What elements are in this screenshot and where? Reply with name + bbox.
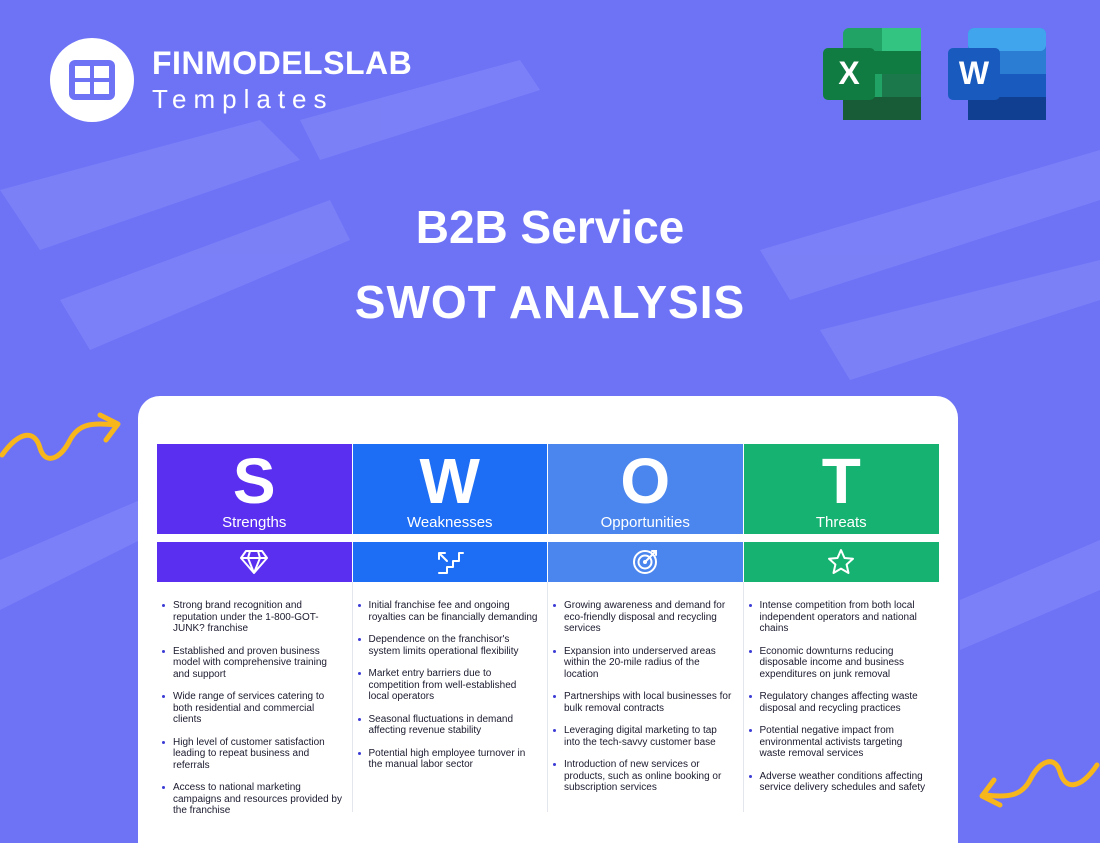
list-item: Wide range of services catering to both … <box>162 691 344 726</box>
list-item: Market entry barriers due to competition… <box>357 668 540 703</box>
brand-logo[interactable]: FINMODELSLAB Templates <box>50 38 412 122</box>
squiggle-arrow-left <box>0 412 121 461</box>
excel-icon: X <box>823 28 921 120</box>
excel-letter: X <box>838 55 860 91</box>
strengths-list: Strong brand recognition and reputation … <box>157 582 353 816</box>
list-item: Intense competition from both local inde… <box>748 600 932 635</box>
opportunities-label: Opportunities <box>600 514 690 531</box>
stairs-down-icon <box>352 542 548 582</box>
page-subtitle: SWOT ANALYSIS <box>354 276 746 328</box>
list-item: Adverse weather conditions affecting ser… <box>748 771 932 794</box>
opportunities-header: O Opportunities <box>548 444 744 534</box>
threats-header: T Threats <box>743 444 939 534</box>
opportunities-letter: O <box>620 445 671 517</box>
list-item: Regulatory changes affecting waste dispo… <box>748 691 932 714</box>
brand-subtitle: Templates <box>152 84 334 114</box>
swot-column-strengths: S Strengths Strong brand recognition and… <box>157 444 353 816</box>
star-icon <box>743 542 939 582</box>
threats-letter: T <box>821 445 861 517</box>
threats-label: Threats <box>815 514 867 531</box>
list-item: Partnerships with local businesses for b… <box>553 691 735 714</box>
list-item: Economic downturns reducing disposable i… <box>748 646 932 681</box>
list-item: Potential high employee turnover in the … <box>357 748 540 771</box>
page-title: B2B Service <box>415 201 685 253</box>
list-item: Potential negative impact from environme… <box>748 725 932 760</box>
strengths-label: Strengths <box>222 514 287 531</box>
weaknesses-list: Initial franchise fee and ongoing royalt… <box>353 582 548 812</box>
list-item: High level of customer satisfaction lead… <box>162 737 344 772</box>
list-item: Expansion into underserved areas within … <box>553 646 735 681</box>
list-item: Seasonal fluctuations in demand affectin… <box>357 714 540 737</box>
list-item: Established and proven business model wi… <box>162 646 344 681</box>
weaknesses-header: W Weaknesses <box>352 444 548 534</box>
list-item: Introduction of new services or products… <box>553 759 735 794</box>
target-icon <box>548 542 744 582</box>
list-item: Growing awareness and demand for eco-fri… <box>553 600 735 635</box>
swot-table: S Strengths Strong brand recognition and… <box>157 444 940 816</box>
swot-column-weaknesses: W Weaknesses Initial franchise fee and o… <box>352 444 548 812</box>
weaknesses-letter: W <box>419 445 480 517</box>
weaknesses-label: Weaknesses <box>406 514 493 531</box>
logo-grid-icon <box>50 38 134 122</box>
list-item: Access to national marketing campaigns a… <box>162 782 342 816</box>
brand-name: FINMODELSLAB <box>152 45 413 81</box>
word-letter: W <box>959 55 990 91</box>
list-item: Initial franchise fee and ongoing royalt… <box>357 600 538 623</box>
squiggle-arrow-right <box>979 759 1100 808</box>
list-item: Dependence on the franchisor's system li… <box>357 634 540 657</box>
threats-list: Intense competition from both local inde… <box>744 582 940 812</box>
strengths-letter: S <box>232 445 276 517</box>
diamond-icon <box>157 542 353 582</box>
word-icon: W <box>948 28 1046 120</box>
list-item: Strong brand recognition and reputation … <box>162 600 344 635</box>
opportunities-list: Growing awareness and demand for eco-fri… <box>548 582 744 812</box>
list-item: Leveraging digital marketing to tap into… <box>553 725 735 748</box>
strengths-header: S Strengths <box>157 444 353 534</box>
swot-column-threats: T Threats Intense competition from both … <box>743 444 940 812</box>
swot-column-opportunities: O Opportunities Growing awareness and de… <box>548 444 744 812</box>
